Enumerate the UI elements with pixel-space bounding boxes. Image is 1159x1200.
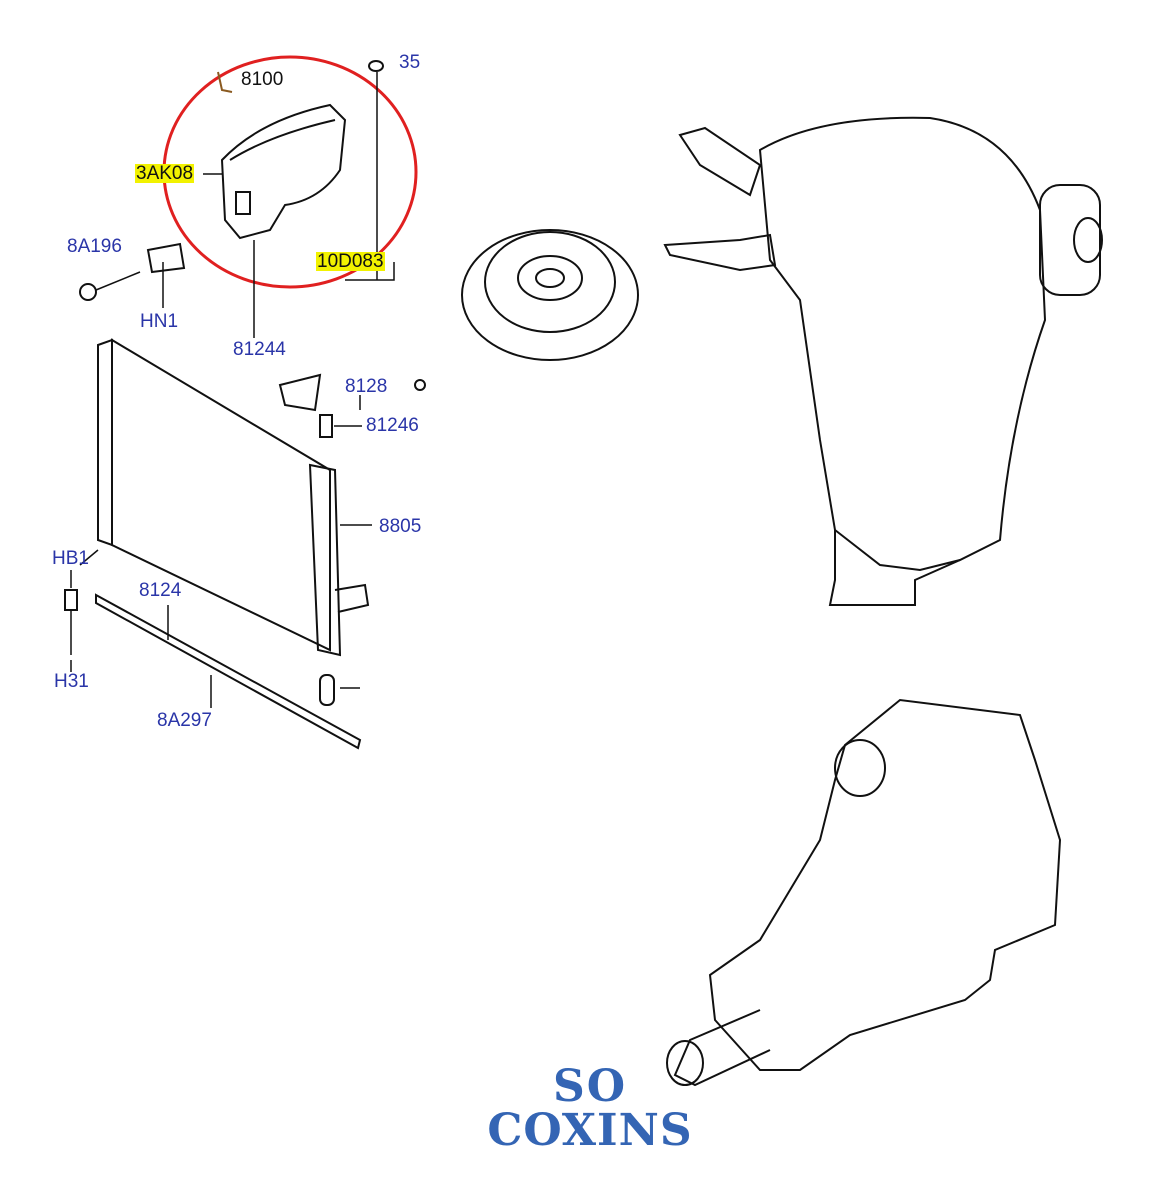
reservoir-large-2 [666,698,1062,1087]
part-label-10d083: 10D083 [316,251,385,272]
leader-lines [167,605,212,708]
radiator [97,338,370,706]
part-label-hn1: HN1 [140,311,179,332]
part-label-81244: 81244 [233,339,286,360]
cap [461,229,639,361]
small-clip [414,379,426,391]
reservoir-small [220,103,347,240]
leader-lines [345,72,395,281]
part-label-8128: 8128 [345,376,388,397]
bolt-leaders [70,549,99,672]
logo-line-2: COXINS [487,1105,693,1156]
part-label-81246: 81246 [366,415,419,436]
hose-clip [217,71,233,93]
part-label-h31: H31 [54,671,89,692]
reservoir-large-1 [663,116,1103,606]
bracket [146,242,186,274]
leader-lines [95,271,141,291]
part-label-8a297: 8A297 [157,710,212,731]
part-label-8805: 8805 [379,516,422,537]
part-label-hb1: HB1 [52,548,89,569]
clip-fastener [79,283,97,301]
bolt-head [64,589,78,611]
logo-line-1: SO [552,1061,628,1112]
part-label-8a196: 8A196 [67,236,122,257]
part-label-8124: 8124 [139,580,182,601]
washer [368,60,384,72]
seal-strip [95,593,362,750]
brand-logo: SO COXINS [480,1065,700,1153]
part-label-8100: 8100 [241,69,284,90]
deflector [278,373,322,412]
drain-plug [319,414,333,438]
part-label-3ak08: 3AK08 [135,163,195,184]
part-label-35: 35 [399,52,421,73]
leader-lines [334,395,372,689]
